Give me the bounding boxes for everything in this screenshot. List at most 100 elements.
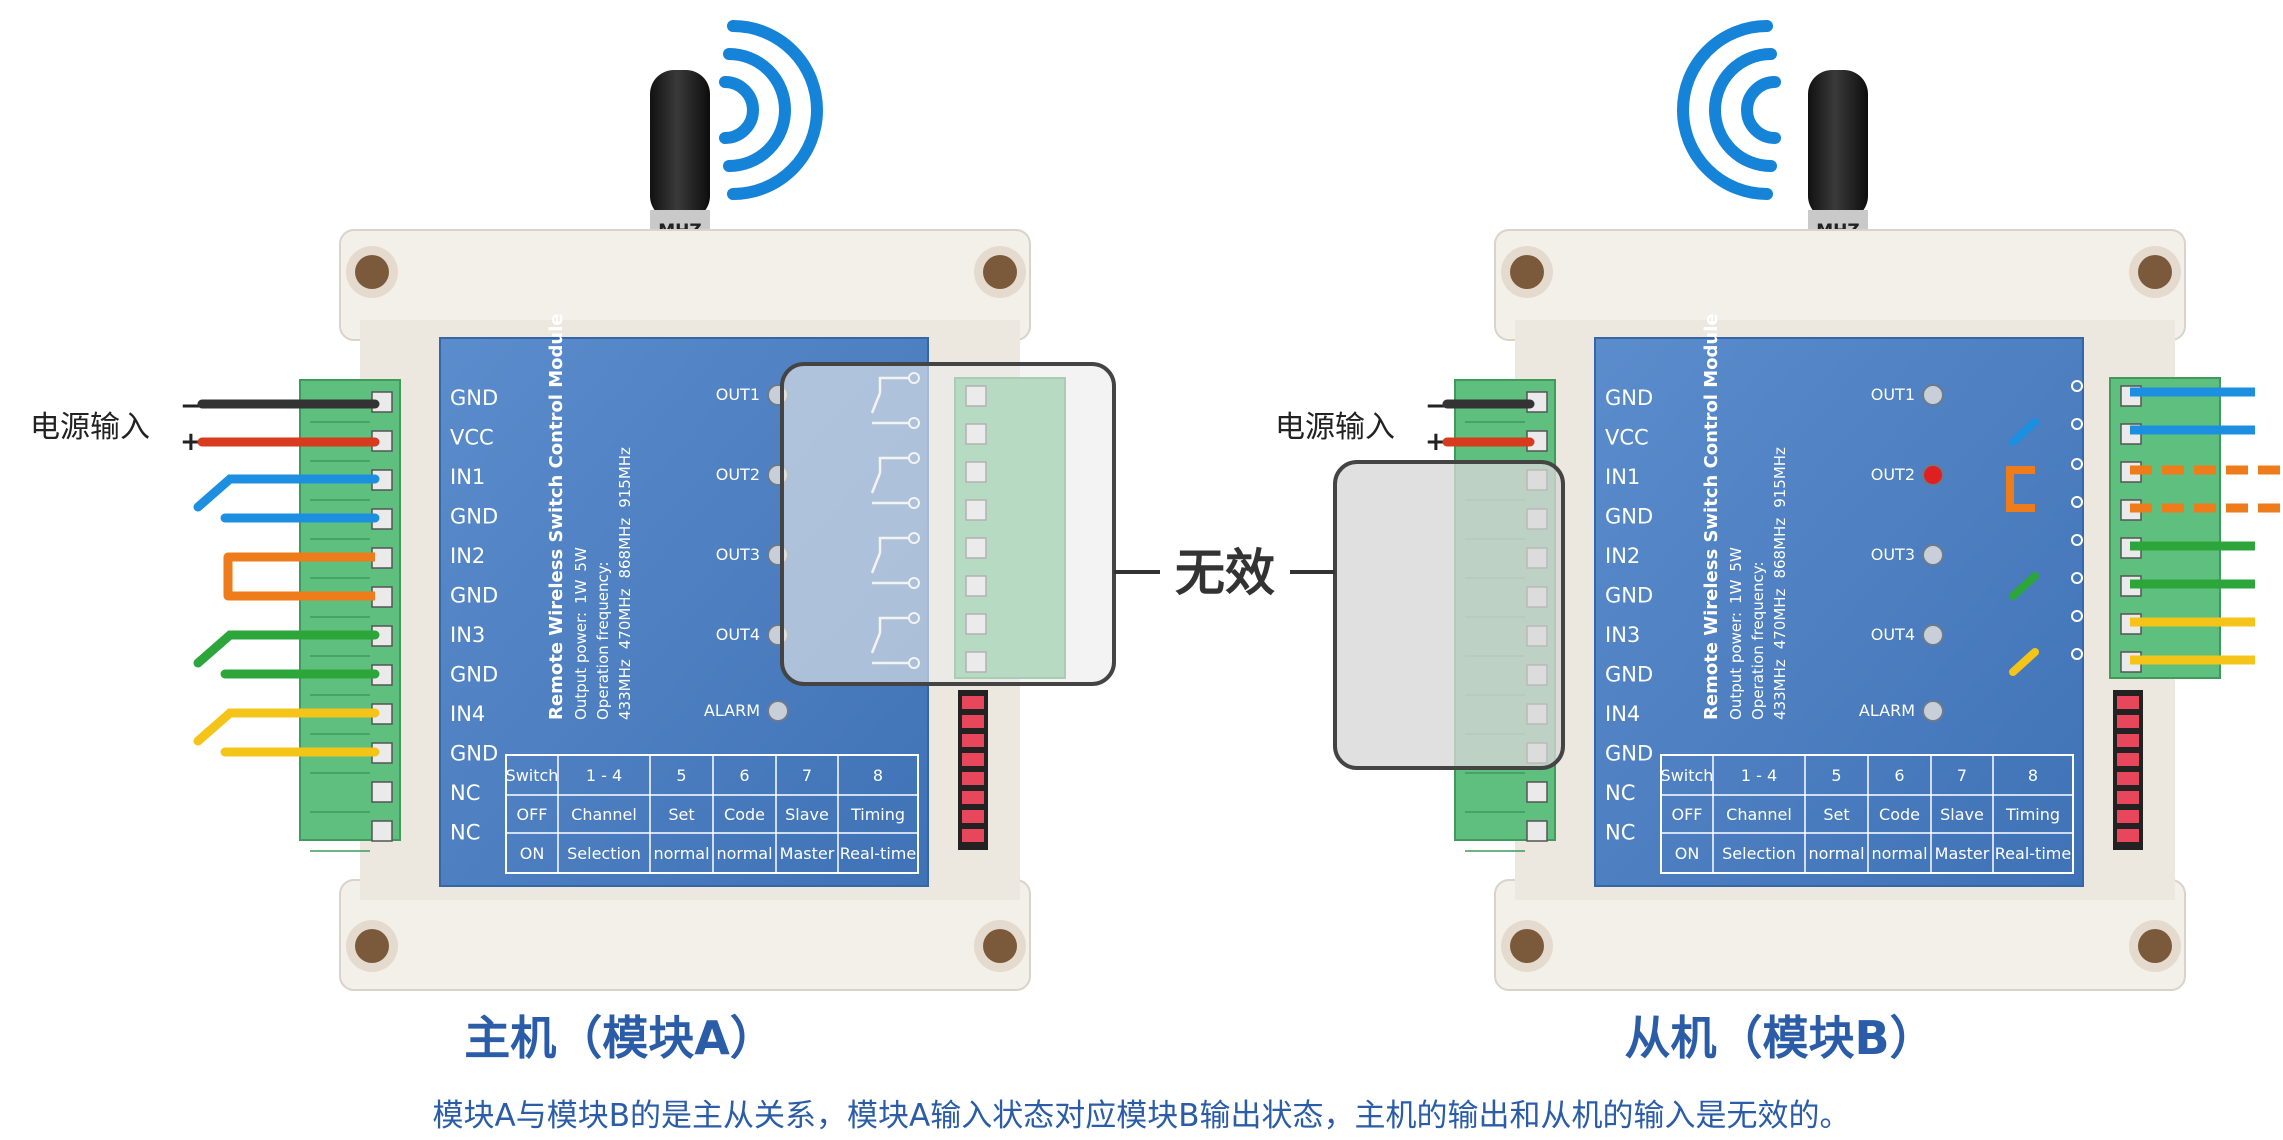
wireless-wave-arc xyxy=(723,48,791,172)
frequency-line: 433MHz470MHz868MHz915MHz xyxy=(1771,447,1789,720)
terminal-screw xyxy=(371,781,393,803)
relay-symbol-node xyxy=(2071,534,2083,546)
switch-table-cell: Timing xyxy=(2005,805,2060,824)
terminal-label: IN4 xyxy=(1605,702,1640,726)
terminal-label: IN3 xyxy=(450,623,485,647)
switch-table-cell: Code xyxy=(1879,805,1920,824)
antenna-ring xyxy=(650,210,710,232)
output-led xyxy=(1922,384,1944,406)
mounting-hole-inner xyxy=(2138,255,2172,289)
switch-table-cell: Channel xyxy=(1726,805,1792,824)
output-label: OUT2 xyxy=(716,465,760,484)
dip-switch-lever xyxy=(2117,810,2139,823)
wireless-wave-arc xyxy=(1677,20,1773,200)
dip-switch-lever xyxy=(962,772,984,785)
switch-table-cell: Real-time xyxy=(840,844,916,863)
terminal-label: IN4 xyxy=(450,702,485,726)
switch-table-cell: 6 xyxy=(739,766,749,785)
description-text: 模块A与模块B的是主从关系，模块A输入状态对应模块B输出状态，主机的输出和从机的… xyxy=(432,1098,1851,1134)
output-power-line: Output power:1W5W xyxy=(572,547,590,720)
mounting-hole-inner xyxy=(983,929,1017,963)
relay-symbol-node xyxy=(2071,496,2083,508)
switch-table-cell: normal xyxy=(716,844,772,863)
wireless-wave-arc xyxy=(727,20,823,200)
mounting-hole-inner xyxy=(2138,929,2172,963)
output-led-on xyxy=(1922,464,1944,486)
mounting-hole-inner xyxy=(355,929,389,963)
terminal-label: IN2 xyxy=(450,544,485,568)
dip-switch-lever xyxy=(2117,715,2139,728)
input-wire-open xyxy=(193,630,380,668)
switch-table-cell: Code xyxy=(724,805,765,824)
output-label: OUT4 xyxy=(1871,625,1915,644)
wires-module-b xyxy=(2006,380,2283,676)
terminal-label: GND xyxy=(450,742,498,766)
invalid-region-module-a xyxy=(780,362,1116,686)
alarm-led xyxy=(1922,700,1944,722)
plus-sign: + xyxy=(1425,427,1447,457)
invalid-label: 无效 xyxy=(1175,544,1275,602)
module-title: Remote Wireless Switch Control Module xyxy=(1701,313,1722,720)
terminal-label: NC xyxy=(450,821,480,845)
dip-switch-lever xyxy=(962,829,984,842)
alarm-label: ALARM xyxy=(704,701,760,720)
terminal-screw xyxy=(371,820,393,842)
minus-sign: − xyxy=(180,391,202,421)
terminal-label: IN3 xyxy=(1605,623,1640,647)
terminal-label: VCC xyxy=(450,426,494,450)
output-led xyxy=(1922,624,1944,646)
switch-table-cell: Master xyxy=(1935,844,1990,863)
relay-open-contact xyxy=(2009,572,2039,600)
switch-table-cell: Timing xyxy=(850,805,905,824)
terminal-label: NC xyxy=(1605,821,1635,845)
switch-table-cell: Slave xyxy=(1940,805,1984,824)
output-label: OUT3 xyxy=(1871,545,1915,564)
switch-table-cell: Selection xyxy=(1722,844,1796,863)
mounting-hole-inner xyxy=(355,255,389,289)
frequency-option: 470MHz xyxy=(616,588,634,649)
switch-table-cell: 6 xyxy=(1894,766,1904,785)
switch-table xyxy=(1660,754,2074,874)
alarm-led xyxy=(767,700,789,722)
wireless-wave-arc xyxy=(719,76,759,144)
relay-symbol-node xyxy=(2071,380,2083,392)
dip-switch-lever xyxy=(2117,791,2139,804)
control-panel xyxy=(1594,337,2084,887)
dip-switch-lever xyxy=(2117,734,2139,747)
mounting-hole-inner xyxy=(1510,929,1544,963)
output-label: OUT2 xyxy=(1871,465,1915,484)
dip-switch-lever xyxy=(2117,753,2139,766)
output-power-line: Output power:1W5W xyxy=(1727,547,1745,720)
wireless-wave-arc xyxy=(1741,76,1781,144)
module-b: MHZGNDVCCIN1GNDIN2GNDIN3GNDIN4GNDNCNCRem… xyxy=(1275,20,2221,991)
terminal-screw xyxy=(1526,820,1548,842)
terminal-label: NC xyxy=(1605,781,1635,805)
switch-table-cell: Set xyxy=(1823,805,1849,824)
output-power-option: 1W xyxy=(572,579,590,604)
relay-symbol-node xyxy=(2071,648,2083,660)
input-wire-closed-loop xyxy=(223,552,375,601)
switch-table-cell: normal xyxy=(1808,844,1864,863)
switch-table xyxy=(505,754,919,874)
switch-table-cell: 7 xyxy=(1957,766,1967,785)
dip-switch-lever xyxy=(2117,772,2139,785)
switch-table-cell: 1 - 4 xyxy=(586,766,622,785)
terminal-label: IN2 xyxy=(1605,544,1640,568)
terminal-label: GND xyxy=(1605,742,1653,766)
frequency-option: 915MHz xyxy=(616,447,634,508)
relay-closed-contact xyxy=(2006,466,2035,512)
switch-table-cell: Master xyxy=(780,844,835,863)
switch-table-cell: normal xyxy=(653,844,709,863)
terminal-label: GND xyxy=(450,663,498,687)
frequency-option: 868MHz xyxy=(1771,518,1789,579)
switch-table-cell: 7 xyxy=(802,766,812,785)
terminal-label: GND xyxy=(1605,505,1653,529)
output-power-label: Output power: xyxy=(1727,612,1745,720)
dip-switch-lever xyxy=(962,715,984,728)
terminal-label: NC xyxy=(450,781,480,805)
switch-table-cell: OFF xyxy=(517,805,548,824)
dip-switch-lever xyxy=(962,734,984,747)
